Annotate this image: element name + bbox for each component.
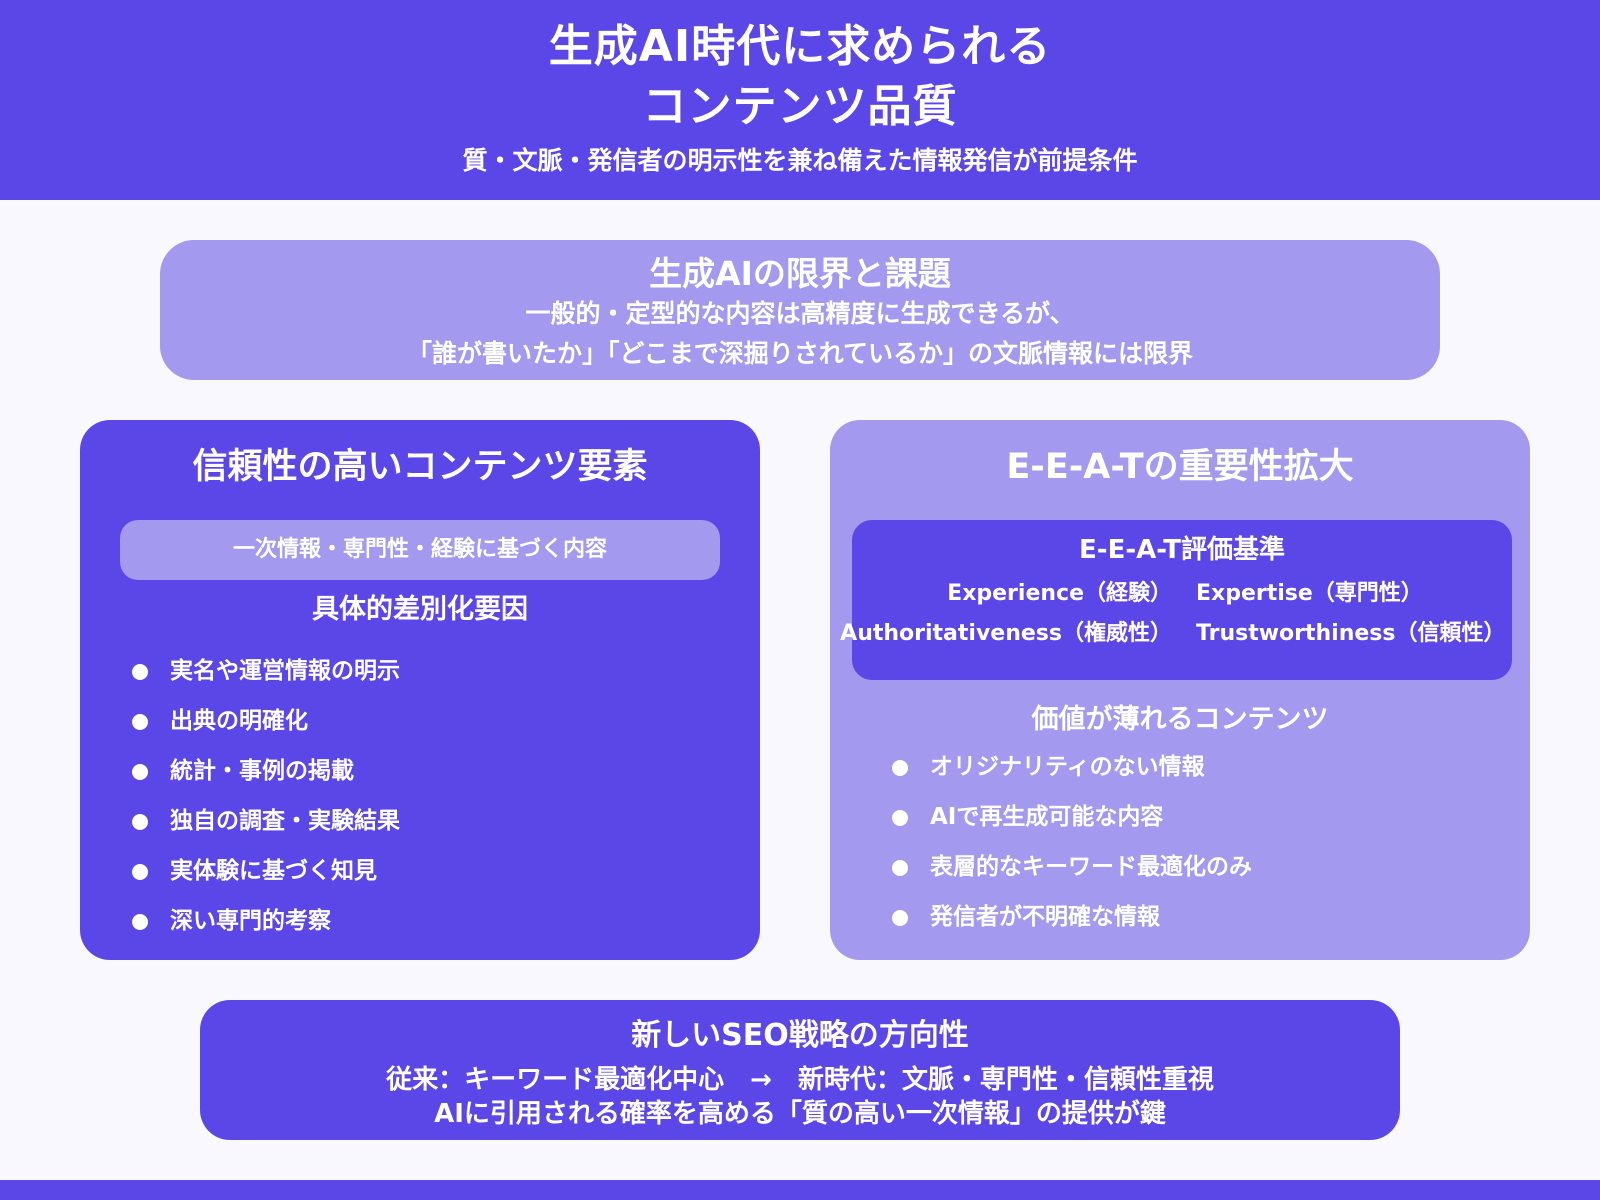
eeat-panel: E-E-A-Tの重要性拡大 E-E-A-T評価基準 Experience（経験）… (830, 420, 1530, 960)
list-item-label: 独自の調査・実験結果 (170, 808, 400, 834)
differentiation-list: 実名や運営情報の明示 出典の明確化 統計・事例の掲載 独自の調査・実験結果 実体… (132, 652, 400, 952)
list-item-label: 発信者が不明確な情報 (930, 904, 1160, 930)
list-item-label: 出典の明確化 (170, 708, 308, 734)
eeat-title: E-E-A-Tの重要性拡大 (1006, 447, 1354, 487)
low-value-list: オリジナリティのない情報 AIで再生成可能な内容 表層的なキーワード最適化のみ … (892, 748, 1252, 948)
differentiation-heading: 具体的差別化要因 (312, 594, 528, 625)
trusted-content-title: 信頼性の高いコンテンツ要素 (192, 447, 648, 487)
seo-strategy-key: AIに引用される確率を高める「質の高い一次情報」の提供が鍵 (434, 1099, 1166, 1129)
list-item: 表層的なキーワード最適化のみ (892, 848, 1252, 898)
list-item-label: AIで再生成可能な内容 (930, 804, 1164, 830)
bullet-dot-icon (132, 764, 148, 780)
eeat-criteria-row: Authoritativeness（権威性） Trustworthiness（信… (840, 614, 1512, 654)
list-item: 実体験に基づく知見 (132, 852, 400, 902)
criterion-authoritativeness: Authoritativeness（権威性） (840, 621, 1172, 646)
list-item: AIで再生成可能な内容 (892, 798, 1252, 848)
bullet-dot-icon (892, 760, 908, 776)
bullet-dot-icon (132, 714, 148, 730)
criterion-experience: Experience（経験） (947, 581, 1172, 606)
list-item-label: 統計・事例の掲載 (170, 758, 354, 784)
list-item-label: 深い専門的考察 (170, 908, 331, 934)
eeat-criteria-grid: Experience（経験） Expertise（専門性） Authoritat… (840, 574, 1512, 654)
eeat-criteria-row: Experience（経験） Expertise（専門性） (852, 574, 1512, 614)
trusted-content-panel: 信頼性の高いコンテンツ要素 一次情報・専門性・経験に基づく内容 具体的差別化要因… (80, 420, 760, 960)
eeat-criteria-heading: E-E-A-T評価基準 (1079, 535, 1285, 565)
page-title-line2: コンテンツ品質 (642, 81, 958, 132)
list-item: 深い専門的考察 (132, 902, 400, 952)
bullet-dot-icon (132, 914, 148, 930)
ai-limits-line2: 「誰が書いたか」「どこまで深掘りされているか」の文脈情報には限界 (406, 339, 1193, 368)
seo-strategy-heading: 新しいSEO戦略の方向性 (631, 1018, 969, 1053)
list-item-label: 実体験に基づく知見 (170, 858, 377, 884)
list-item-label: 実名や運営情報の明示 (170, 658, 400, 684)
bullet-dot-icon (892, 860, 908, 876)
criterion-expertise: Expertise（専門性） (1196, 581, 1423, 606)
list-item: 独自の調査・実験結果 (132, 802, 400, 852)
criterion-trustworthiness: Trustworthiness（信頼性） (1196, 621, 1506, 646)
seo-strategy-shift: 従来：キーワード最適化中心 → 新時代：文脈・専門性・信頼性重視 (386, 1065, 1214, 1095)
bullet-dot-icon (132, 864, 148, 880)
list-item: 発信者が不明確な情報 (892, 898, 1252, 948)
eeat-criteria-box: E-E-A-T評価基準 Experience（経験） Expertise（専門性… (840, 520, 1512, 680)
bullet-dot-icon (892, 810, 908, 826)
ai-limits-heading: 生成AIの限界と課題 (649, 254, 951, 293)
seo-strategy-card: 新しいSEO戦略の方向性 従来：キーワード最適化中心 → 新時代：文脈・専門性・… (200, 1000, 1400, 1140)
bullet-dot-icon (892, 910, 908, 926)
ai-limits-line1: 一般的・定型的な内容は高精度に生成できるが、 (525, 299, 1075, 328)
header-banner: 生成AI時代に求められる コンテンツ品質 質・文脈・発信者の明示性を兼ね備えた情… (0, 0, 1600, 200)
bullet-dot-icon (132, 664, 148, 680)
list-item: 実名や運営情報の明示 (132, 652, 400, 702)
primary-info-pill: 一次情報・専門性・経験に基づく内容 (120, 520, 720, 580)
page-subtitle: 質・文脈・発信者の明示性を兼ね備えた情報発信が前提条件 (462, 146, 1138, 175)
low-value-heading: 価値が薄れるコンテンツ (1031, 704, 1329, 735)
ai-limits-card: 生成AIの限界と課題 一般的・定型的な内容は高精度に生成できるが、 「誰が書いた… (160, 240, 1440, 380)
list-item: オリジナリティのない情報 (892, 748, 1252, 798)
list-item: 出典の明確化 (132, 702, 400, 752)
list-item-label: 表層的なキーワード最適化のみ (930, 854, 1252, 880)
bullet-dot-icon (132, 814, 148, 830)
list-item: 統計・事例の掲載 (132, 752, 400, 802)
footer-bar (0, 1180, 1600, 1200)
list-item-label: オリジナリティのない情報 (930, 754, 1205, 780)
page-title-line1: 生成AI時代に求められる (548, 21, 1052, 72)
